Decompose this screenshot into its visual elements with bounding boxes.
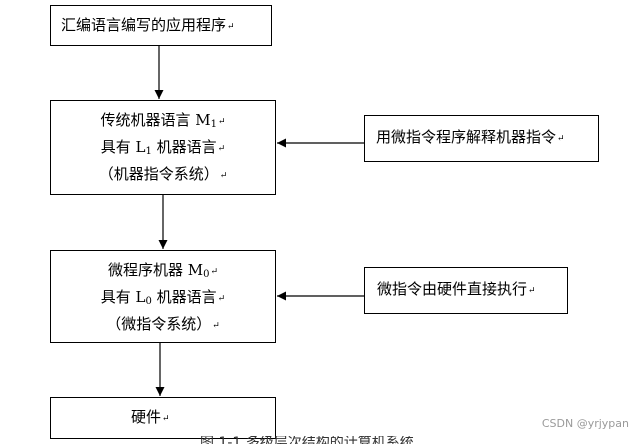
interpret-instructions-label: 用微指令程序解释机器指令↵ bbox=[376, 128, 565, 146]
m1-instruction-system: （机器指令系统）↵ bbox=[98, 165, 228, 183]
m1-language: 具有 L1 机器语言↵ bbox=[100, 138, 226, 157]
m0-instruction-system: （微指令系统）↵ bbox=[106, 315, 220, 333]
paragraph-mark-icon: ↵ bbox=[528, 286, 536, 296]
csdn-watermark: CSDN @yrjypan bbox=[541, 417, 629, 430]
paragraph-mark-icon: ↵ bbox=[217, 294, 226, 304]
paragraph-mark-icon: ↵ bbox=[227, 22, 235, 32]
paragraph-mark-icon: ↵ bbox=[217, 144, 226, 154]
interpret-instructions-box: 用微指令程序解释机器指令↵ bbox=[364, 115, 599, 162]
paragraph-mark-icon: ↵ bbox=[162, 414, 170, 424]
assembly-application-box: 汇编语言编写的应用程序↵ bbox=[50, 5, 272, 46]
m1-title: 传统机器语言 M1↵ bbox=[100, 111, 226, 130]
paragraph-mark-icon: ↵ bbox=[217, 117, 226, 127]
hardware-box: 硬件↵ bbox=[50, 397, 276, 439]
m0-title: 微程序机器 M0↵ bbox=[107, 261, 219, 280]
paragraph-mark-icon: ↵ bbox=[212, 321, 220, 331]
hardware-execution-box: 微指令由硬件直接执行↵ bbox=[364, 267, 568, 314]
conventional-machine-m1-box: 传统机器语言 M1↵ 具有 L1 机器语言↵ （机器指令系统）↵ bbox=[50, 100, 276, 195]
assembly-application-label: 汇编语言编写的应用程序↵ bbox=[61, 16, 235, 34]
hardware-label: 硬件↵ bbox=[131, 408, 170, 426]
paragraph-mark-icon: ↵ bbox=[219, 171, 228, 181]
paragraph-mark-icon: ↵ bbox=[210, 267, 219, 277]
paragraph-mark-icon: ↵ bbox=[557, 134, 565, 144]
figure-caption: 图 1-1 多级层次结构的计算机系统 bbox=[200, 436, 414, 444]
m0-language: 具有 L0 机器语言↵ bbox=[100, 288, 226, 307]
hardware-execution-label: 微指令由硬件直接执行↵ bbox=[377, 280, 536, 298]
microprogram-machine-m0-box: 微程序机器 M0↵ 具有 L0 机器语言↵ （微指令系统）↵ bbox=[50, 250, 276, 343]
